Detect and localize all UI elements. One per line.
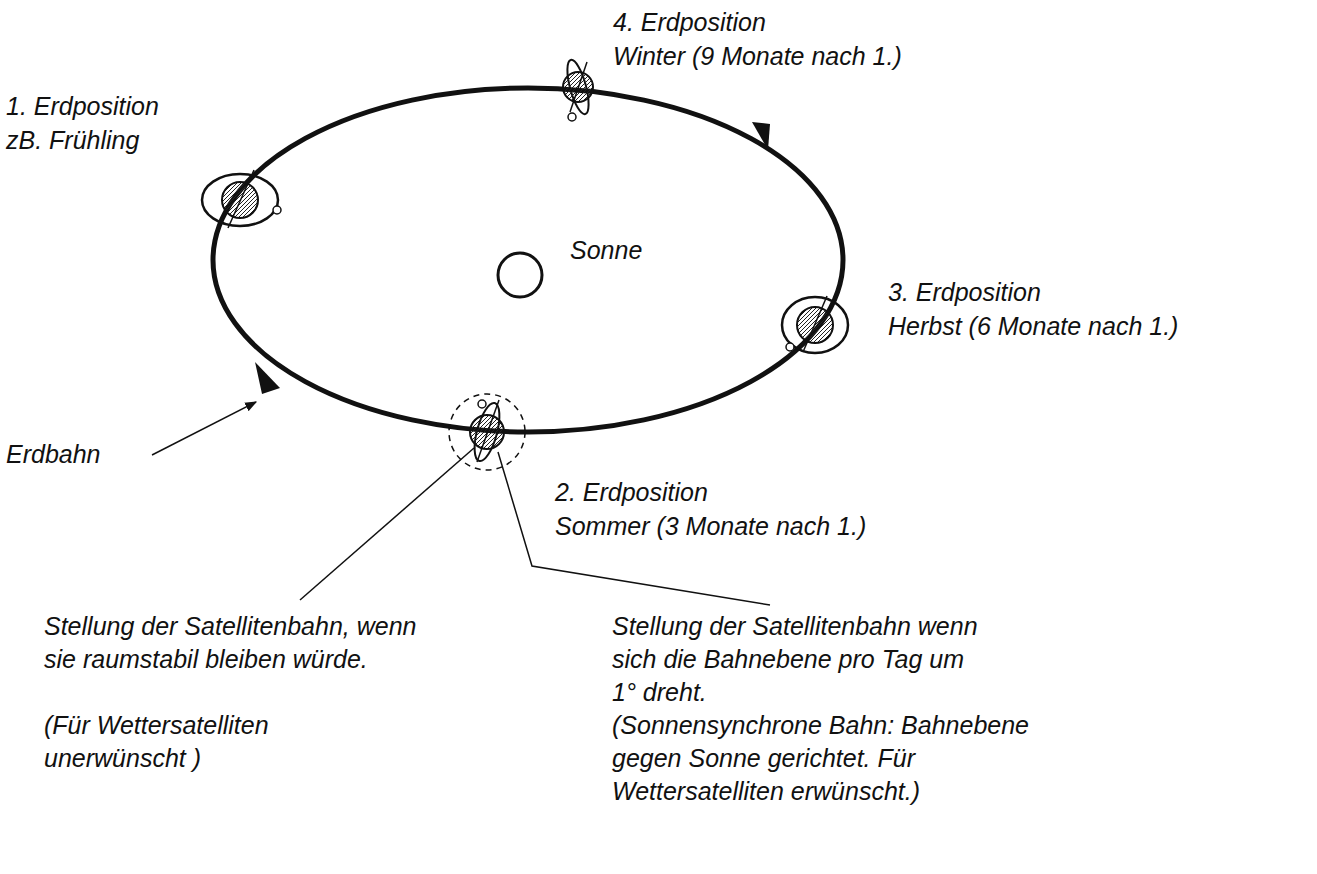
position-label: 4. Erdposition [613,6,766,39]
orbit-arrow [752,122,770,150]
earth-position-1 [202,170,281,228]
earth-position-4 [563,58,593,121]
position-label: 3. Erdposition [888,276,1041,309]
leader-line [300,448,474,600]
sun-label: Sonne [570,234,642,267]
leader-line [152,402,256,455]
season-label: Winter (9 Monate nach 1.) [613,40,902,73]
orbit-arrow [255,362,280,394]
position-label: 1. Erdposition [6,90,159,123]
season-label: Sommer (3 Monate nach 1.) [555,510,866,543]
note-text: (Für Wettersatelliten unerwünscht ) [44,709,344,775]
earth-position-2 [449,394,525,470]
orbit-label: Erdbahn [6,438,101,471]
sun-circle [498,253,542,297]
earth-orbit [213,88,843,432]
note-text: Stellung der Satellitenbahn, wenn sie ra… [44,610,429,676]
season-label: zB. Frühling [6,124,139,157]
note-text: (Sonnensynchrone Bahn: Bahnebene gegen S… [612,709,1072,808]
season-label: Herbst (6 Monate nach 1.) [888,310,1178,343]
note-text: Stellung der Satellitenbahn wenn sich di… [612,610,992,709]
earth-position-3 [782,296,848,353]
position-label: 2. Erdposition [555,476,708,509]
